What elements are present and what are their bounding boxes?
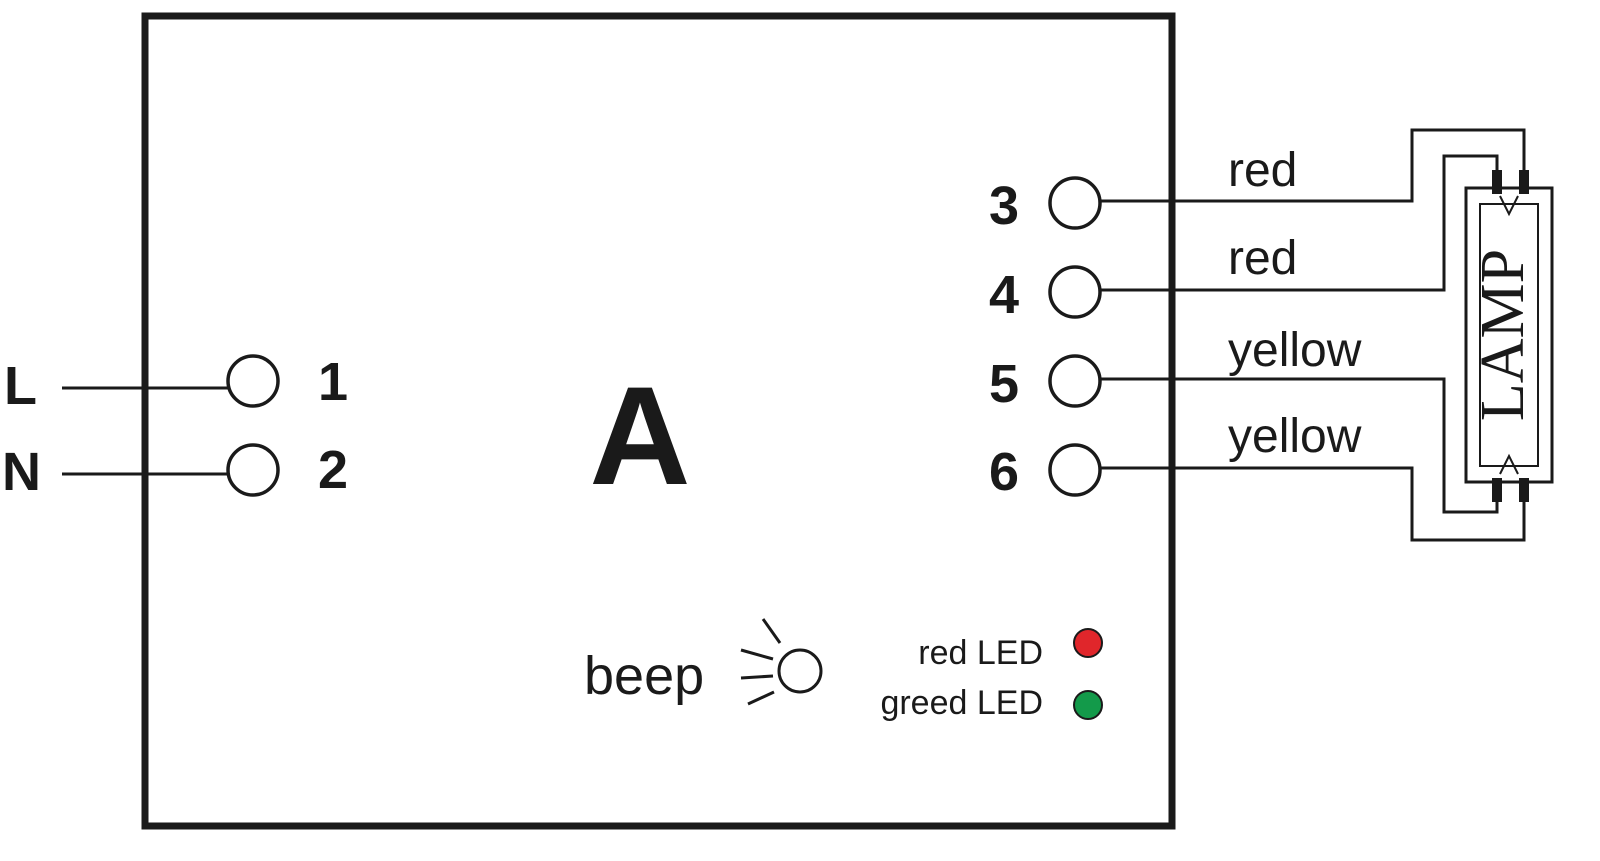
red-led-label: red LED	[918, 634, 1043, 672]
wire-color-label-6: yellow	[1228, 410, 1362, 463]
output-wire-4	[1100, 154, 1499, 292]
lamp-pin-top-right	[1519, 170, 1529, 194]
terminal-5-label: 5	[989, 354, 1019, 414]
input-wire-label-n: N	[2, 442, 41, 502]
lamp-inner-tube	[1479, 203, 1539, 467]
beeper-icon	[740, 618, 823, 706]
terminal-2-label: 2	[318, 440, 348, 500]
output-wire-3	[1100, 128, 1526, 203]
device-label: A	[589, 357, 690, 514]
terminal-6	[1048, 443, 1102, 497]
lamp: LAMP	[1464, 170, 1554, 502]
beep-label: beep	[584, 646, 704, 706]
lamp-label: LAMP	[1469, 249, 1537, 421]
wire-color-label-3: red	[1228, 144, 1297, 197]
lamp-pin-bottom-right	[1519, 478, 1529, 502]
terminal-6-label: 6	[989, 442, 1019, 502]
terminal-2	[226, 443, 280, 497]
lamp-filament-top	[1499, 195, 1519, 217]
red-led-icon	[1073, 628, 1103, 658]
output-wire-5	[1100, 377, 1499, 514]
terminal-1-label: 1	[318, 352, 348, 412]
input-wire-label-l: L	[4, 356, 37, 416]
terminal-4-label: 4	[989, 265, 1019, 325]
wire-color-label-5: yellow	[1228, 324, 1362, 377]
lamp-pin-top-left	[1492, 170, 1502, 194]
terminal-5	[1048, 354, 1102, 408]
lamp-pin-bottom-left	[1492, 478, 1502, 502]
green-led-label: greed LED	[880, 684, 1043, 722]
lamp-filament-bottom	[1499, 453, 1519, 475]
green-led-icon	[1073, 690, 1103, 720]
output-wire-6	[1100, 466, 1526, 542]
wire-color-label-4: red	[1228, 232, 1297, 285]
terminal-3-label: 3	[989, 176, 1019, 236]
terminal-4	[1048, 265, 1102, 319]
device-box	[141, 12, 1176, 830]
terminal-3	[1048, 176, 1102, 230]
terminal-1	[226, 354, 280, 408]
